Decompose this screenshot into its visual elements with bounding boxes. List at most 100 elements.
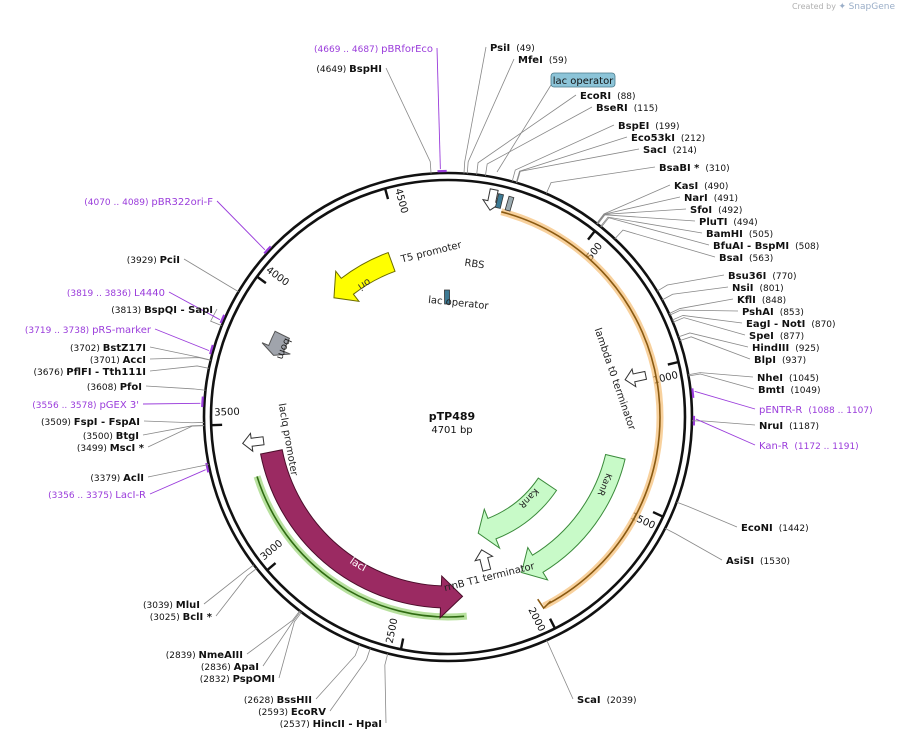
enzyme-name: EagI: [746, 319, 770, 330]
ori-arrow: [333, 251, 396, 302]
enzyme-name: BspEI: [618, 121, 649, 132]
primer-name: pRS-marker: [92, 325, 152, 336]
plasmid-length: 4701 bp: [431, 425, 472, 436]
enzyme-name-2: BspMI: [755, 241, 789, 252]
enzyme-label-fspi: (3509) FspI - FspAI: [41, 417, 140, 428]
enzyme-leader-line: [671, 315, 743, 324]
bom-arrow: [261, 330, 291, 356]
enzyme-leader-line: [183, 258, 239, 293]
enzyme-name: PciI: [160, 255, 180, 266]
enzyme-leader-line: [516, 148, 640, 184]
enzyme-label-nsii: NsiI(801): [732, 283, 784, 294]
enzyme-label-asisi: AsiSI(1530): [726, 556, 790, 567]
enzyme-label-bcli: (3025) BclI *: [150, 612, 213, 623]
enzyme-name: BtgI: [116, 431, 139, 442]
enzyme-position: (3500): [83, 432, 116, 442]
enzyme-label-btgi: (3500) BtgI: [83, 431, 139, 442]
enzyme-position: (2628): [244, 696, 277, 706]
enzyme-separator: -: [744, 241, 755, 252]
enzyme-leader-line: [142, 424, 205, 436]
kanr-inner-arrow: [477, 477, 558, 550]
enzyme-label-nari: NarI(491): [684, 193, 738, 204]
enzyme-name: BspQI: [144, 305, 177, 316]
enzyme-name-2: FspAI: [109, 417, 140, 428]
primer-label-pentr-r: pENTR-R(1088 .. 1107): [759, 405, 873, 416]
enzyme-position: (508): [795, 242, 819, 252]
lac-operator-callout: lac operator: [550, 72, 616, 88]
enzyme-position: (115): [634, 104, 658, 114]
lambda-t0-terminator-arrow: [624, 367, 648, 388]
primer-mark: [263, 245, 272, 255]
enzyme-name: MscI: [110, 443, 136, 454]
primer-range: (3556 .. 3578): [32, 401, 99, 411]
enzyme-label-bstz17i: (3702) BstZ17I: [70, 343, 146, 354]
backbone-inner-ring: [209, 178, 687, 656]
enzyme-name: ScaI: [577, 695, 601, 706]
orf-orange-arrowhead: [537, 598, 552, 610]
enzyme-name: KasI: [674, 181, 698, 192]
enzyme-leader-line: [215, 568, 257, 617]
lac-operator-box-b: [444, 289, 450, 305]
lac-operator-label: lac operator: [428, 295, 490, 312]
enzyme-position: (2832): [200, 675, 233, 685]
enzyme-position: (1442): [779, 524, 809, 534]
enzyme-leader-line: [688, 373, 755, 390]
enzyme-name: NarI: [684, 193, 708, 204]
enzyme-position: (877): [780, 332, 804, 342]
tick-mark: [256, 275, 267, 285]
primer-name: pBR322ori-F: [151, 197, 213, 208]
enzyme-name: ApaI: [234, 662, 259, 673]
enzyme-label-bspqi: (3813) BspQI - SapI: [111, 305, 213, 316]
enzyme-leader-line: [545, 166, 656, 194]
enzyme-leader-line: [661, 286, 729, 301]
enzyme-name: NruI: [759, 421, 783, 432]
laciq-promoter-arrow: [241, 432, 265, 453]
primer-name: pBRforEco: [381, 44, 433, 55]
enzyme-name: BamHI: [706, 229, 743, 240]
enzyme-position: (310): [705, 164, 729, 174]
enzyme-position: (937): [782, 356, 806, 366]
enzyme-leader-line: [278, 611, 302, 679]
enzyme-label-bamhi: BamHI(505): [706, 229, 773, 240]
primer-mark: [201, 396, 204, 408]
primer-range: (4669 .. 4687): [314, 45, 381, 55]
enzyme-position: (3025): [150, 613, 183, 623]
rrnb-t1-terminator-arrow: [474, 549, 494, 572]
enzyme-position: (848): [762, 296, 786, 306]
enzyme-name: Bsu36I: [728, 271, 766, 282]
enzyme-name: PspOMI: [233, 674, 275, 685]
lac-operator-callout-label: lac operator: [553, 76, 614, 87]
enzyme-name: BmtI: [758, 385, 785, 396]
enzyme-name: SacI: [643, 145, 667, 156]
enzyme-name: NsiI: [732, 283, 753, 294]
t5-promoter-label: T5 promoter: [399, 240, 464, 266]
primer-leader-line: [695, 418, 756, 446]
enzyme-name: AsiSI: [726, 556, 754, 567]
enzyme-leader-line: [515, 136, 628, 183]
primer-label-pbrforeco: (4669 .. 4687) pBRforEco: [314, 44, 433, 55]
enzyme-label-acli: (3379) AclI: [90, 473, 144, 484]
enzyme-label-bsai: BsaI(563): [719, 253, 773, 264]
primer-leader-line: [694, 390, 756, 410]
tick-mark: [587, 230, 596, 241]
orf-green-line: [256, 476, 465, 618]
primer-label-pbr322ori-f: (4070 .. 4089) pBR322ori-F: [84, 197, 213, 208]
tick-label: 2000: [525, 606, 546, 634]
tick-label: 4500: [392, 187, 409, 214]
enzyme-position: (1049): [791, 386, 821, 396]
enzyme-name: BsaI: [719, 253, 743, 264]
enzyme-leader-line: [143, 420, 205, 424]
primer-label-l4440: (3819 .. 3836) L4440: [67, 288, 165, 299]
snapgene-logo-icon: ✦: [838, 2, 847, 12]
enzyme-label-bsabi: BsaBI *(310): [659, 163, 730, 174]
enzyme-leader-line: [147, 464, 209, 478]
plasmid-name: pTP489: [429, 410, 475, 423]
enzyme-leader-line: [476, 94, 577, 175]
enzyme-star: *: [135, 443, 144, 454]
enzyme-name: PluTI: [699, 217, 727, 228]
enzyme-star: *: [203, 612, 212, 623]
enzyme-position: (199): [655, 122, 679, 132]
enzyme-name: MluI: [176, 600, 200, 611]
primer-leader-line: [149, 469, 206, 495]
enzyme-label-bspei: BspEI (199): [618, 121, 680, 132]
